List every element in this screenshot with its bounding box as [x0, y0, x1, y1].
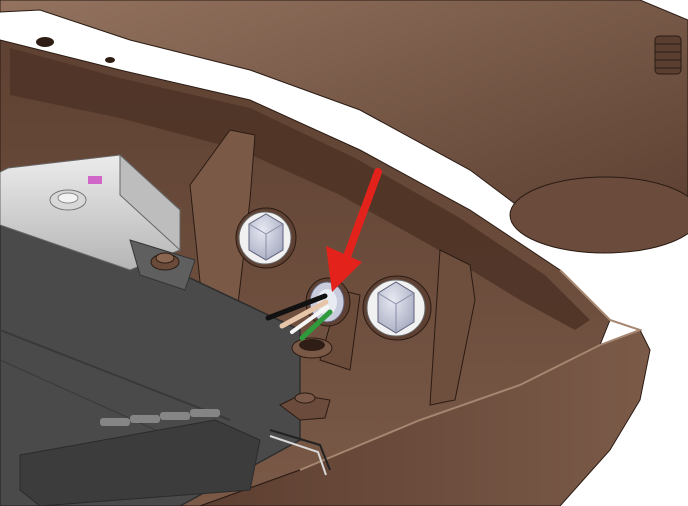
wires [265, 293, 333, 341]
wire-white [290, 305, 329, 334]
housing-shell [0, 0, 688, 236]
mounting-hole [36, 37, 54, 47]
housing-rim [299, 269, 643, 471]
wire-tan [279, 299, 329, 329]
mounting-hole [105, 57, 115, 63]
bracket-screw [150, 252, 180, 271]
standoff-post [291, 337, 333, 359]
driver-pins [100, 409, 220, 426]
dial-bracket [0, 153, 196, 291]
right-bolt [362, 275, 432, 341]
wire-green [299, 309, 333, 341]
wire-black [265, 293, 328, 321]
rib [429, 249, 476, 406]
left-bolt [235, 207, 297, 269]
cable-clip [269, 392, 331, 476]
bay-back-wall [10, 48, 590, 330]
threaded-stud [654, 35, 682, 75]
indicator-label [88, 176, 102, 184]
callout-arrow [326, 168, 382, 292]
shell-recess [509, 176, 688, 254]
